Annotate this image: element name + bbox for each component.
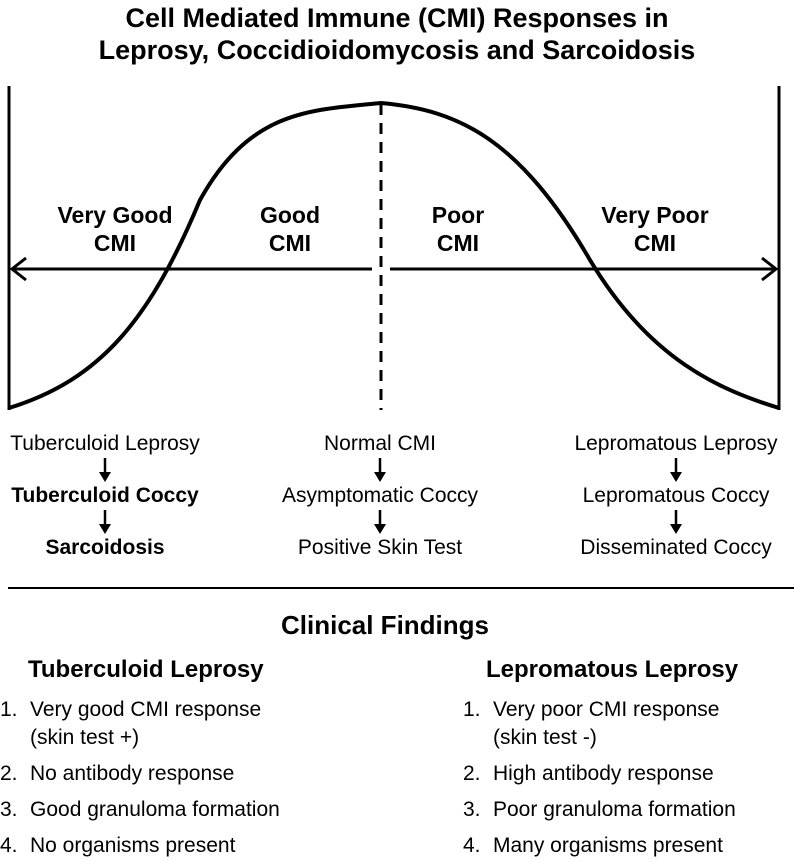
cmi-curve-diagram <box>7 86 781 410</box>
chain-normal: Normal CMI Asymptomatic Coccy Positive S… <box>260 432 500 560</box>
down-arrow-icon <box>99 510 111 534</box>
down-arrow-icon <box>99 458 111 482</box>
chain-item: Lepromatous Leprosy <box>574 432 778 455</box>
list-item: 2. No antibody response <box>0 762 235 785</box>
list-item: 4. No organisms present <box>0 834 236 857</box>
chain-tuberculoid: Tuberculoid Leprosy Tuberculoid Coccy Sa… <box>0 432 210 560</box>
lepromatous-findings-column: Lepromatous Leprosy 1. Very poor CMI res… <box>463 656 793 860</box>
down-arrow-icon <box>374 458 386 482</box>
list-item: 4. Many organisms present <box>463 834 723 857</box>
zone-very-good-cmi: Very Good CMI <box>57 202 173 256</box>
clinical-findings-title: Clinical Findings <box>280 610 489 640</box>
lepromatous-heading: Lepromatous Leprosy <box>486 656 739 683</box>
chain-lepromatous: Lepromatous Leprosy Lepromatous Coccy Di… <box>560 432 792 560</box>
list-item: 3. Good granuloma formation <box>0 798 280 821</box>
down-arrow-icon <box>670 510 682 534</box>
list-item: 1. Very poor CMI response (skin test -) <box>463 698 720 749</box>
diagram-title: Cell Mediated Immune (CMI) Responses in … <box>0 2 794 66</box>
down-arrow-icon <box>670 458 682 482</box>
tuberculoid-heading: Tuberculoid Leprosy <box>28 656 264 683</box>
chain-item: Lepromatous Coccy <box>582 484 770 507</box>
list-item: 2. High antibody response <box>463 762 714 785</box>
chain-item: Tuberculoid Leprosy <box>10 432 200 455</box>
down-arrow-icon <box>374 510 386 534</box>
chain-item: Sarcoidosis <box>45 536 165 559</box>
chain-item: Disseminated Coccy <box>580 536 772 559</box>
section-divider <box>8 587 794 589</box>
chain-item: Asymptomatic Coccy <box>281 484 479 507</box>
chain-item: Positive Skin Test <box>297 536 463 559</box>
list-item: 1. Very good CMI response (skin test +) <box>0 698 262 749</box>
zone-very-poor-cmi: Very Poor CMI <box>601 202 709 256</box>
title-line-2: Leprosy, Coccidioidomycosis and Sarcoido… <box>98 35 696 65</box>
chain-item: Normal CMI <box>323 432 436 455</box>
right-arrow-head <box>761 256 779 282</box>
zone-poor-cmi: Poor CMI <box>431 202 485 256</box>
tuberculoid-findings-column: Tuberculoid Leprosy 1. Very good CMI res… <box>0 656 380 860</box>
list-item: 3. Poor granuloma formation <box>463 798 736 821</box>
left-arrow-head <box>9 256 27 282</box>
zone-good-cmi: Good CMI <box>259 202 321 256</box>
chain-item: Tuberculoid Coccy <box>11 484 199 507</box>
title-line-1: Cell Mediated Immune (CMI) Responses in <box>125 3 669 33</box>
bell-curve <box>8 100 780 410</box>
